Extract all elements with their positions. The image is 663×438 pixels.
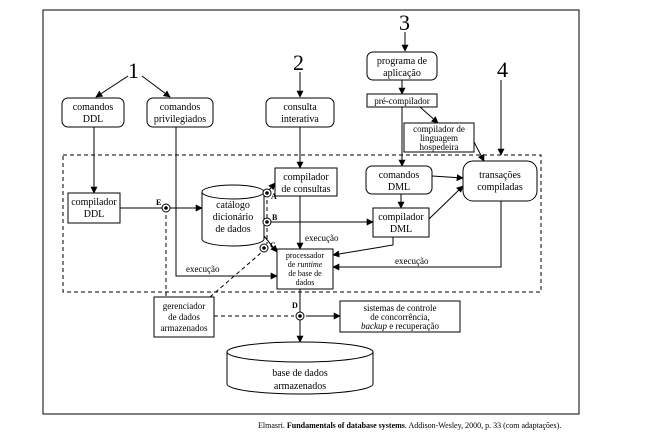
catalogo-dicionario-cylinder: catálogo dicionário de dados bbox=[201, 184, 265, 247]
svg-text:gerenciador: gerenciador bbox=[163, 301, 205, 311]
edge-label-execucao-privilegiados: execução bbox=[186, 264, 220, 274]
svg-text:de concorrência,: de concorrência, bbox=[370, 312, 429, 322]
edge-label-execucao-consultas: execução bbox=[305, 233, 339, 243]
edge-host-to-transactions bbox=[473, 141, 485, 162]
svg-text:base de dados: base de dados bbox=[272, 368, 328, 379]
svg-text:consulta: consulta bbox=[283, 102, 317, 113]
svg-text:E: E bbox=[156, 198, 161, 207]
svg-text:de base de: de base de bbox=[288, 269, 322, 278]
svg-text:compiladas: compiladas bbox=[477, 182, 523, 193]
edge-dml-to-transactions bbox=[431, 174, 464, 182]
caption-rest: . Addison-Wesley, 2000, p. 33 (com adapt… bbox=[404, 421, 562, 430]
edge-dml-compiler-to-transactions bbox=[428, 185, 464, 220]
compilador-consultas-box: compilador de consultas bbox=[274, 167, 338, 197]
connector-a: A bbox=[262, 188, 277, 201]
svg-text:B: B bbox=[272, 213, 278, 222]
svg-text:comandos: comandos bbox=[379, 170, 420, 181]
number-1: 1 bbox=[128, 58, 139, 83]
svg-text:armazenados: armazenados bbox=[274, 381, 326, 392]
svg-text:A: A bbox=[271, 192, 277, 201]
svg-text:hospedeira: hospedeira bbox=[420, 142, 459, 152]
svg-text:linguagem: linguagem bbox=[420, 133, 458, 143]
svg-text:compilador: compilador bbox=[378, 212, 424, 223]
source-caption: Elmasri. Fundamentals of database system… bbox=[258, 421, 561, 430]
comandos-ddl-box: comandos DDL bbox=[61, 97, 125, 128]
svg-text:aplicação: aplicação bbox=[383, 68, 421, 79]
svg-text:dados: dados bbox=[296, 278, 315, 287]
svg-text:catálogo: catálogo bbox=[216, 200, 250, 211]
svg-text:processador: processador bbox=[286, 251, 325, 260]
svg-text:dicionário: dicionário bbox=[213, 212, 254, 223]
svg-text:programa de: programa de bbox=[377, 56, 428, 67]
gerenciador-dados-box: gerenciador de dados armazenados bbox=[153, 296, 215, 338]
svg-text:C: C bbox=[270, 241, 276, 250]
pre-compilador-box: pré-compilador bbox=[366, 93, 438, 108]
edge-transactions-to-runtime bbox=[332, 201, 502, 271]
programa-aplicacao-box: programa de aplicação bbox=[366, 51, 438, 81]
svg-text:interativa: interativa bbox=[281, 114, 319, 125]
svg-text:D: D bbox=[292, 301, 298, 310]
svg-text:compilador de: compilador de bbox=[413, 124, 465, 134]
svg-text:DDL: DDL bbox=[84, 209, 105, 220]
sistemas-controle-box: sistemas de controle de concorrência, ba… bbox=[339, 300, 461, 333]
number-3: 3 bbox=[399, 10, 410, 35]
number-4: 4 bbox=[497, 57, 508, 82]
connector-c: C bbox=[259, 241, 276, 253]
svg-text:de consultas: de consultas bbox=[281, 184, 330, 195]
comandos-dml-box: comandos DML bbox=[365, 165, 433, 195]
edge-manager-to-catalog bbox=[209, 251, 263, 298]
svg-text:privilegiados: privilegiados bbox=[154, 114, 206, 125]
edge-label-execucao-transacoes: execução bbox=[395, 256, 429, 266]
svg-text:DML: DML bbox=[388, 182, 410, 193]
consulta-interativa-box: consulta interativa bbox=[265, 97, 335, 128]
connector-b: B bbox=[262, 213, 278, 227]
comandos-privilegiados-box: comandos privilegiados bbox=[146, 97, 214, 128]
svg-text:comandos: comandos bbox=[73, 102, 114, 113]
edge-precompiler-to-host bbox=[419, 106, 439, 124]
processador-runtime-box: processador de runtime de base de dados bbox=[276, 248, 334, 290]
svg-text:compilador: compilador bbox=[71, 197, 117, 208]
outer-frame bbox=[42, 9, 580, 415]
edge-privileged-to-runtime bbox=[175, 127, 278, 280]
svg-text:de runtime: de runtime bbox=[288, 260, 323, 269]
base-dados-cylinder: base de dados armazenados bbox=[226, 341, 374, 395]
caption-author: Elmasri. bbox=[258, 421, 285, 430]
connector-d: D bbox=[292, 301, 305, 321]
svg-text:transações: transações bbox=[479, 170, 521, 181]
svg-text:DDL: DDL bbox=[83, 114, 104, 125]
edge-catalog-to-runtime bbox=[263, 235, 278, 253]
transacoes-compiladas-box: transações compiladas bbox=[462, 160, 538, 202]
svg-text:DML: DML bbox=[390, 224, 412, 235]
compilador-dml-box: compilador DML bbox=[372, 207, 430, 238]
dbms-boundary bbox=[62, 154, 542, 293]
svg-text:armazenados: armazenados bbox=[161, 323, 208, 333]
svg-text:de dados: de dados bbox=[215, 224, 250, 235]
caption-title: Fundamentals of database systems bbox=[286, 421, 405, 430]
compilador-linguagem-hospedeira-box: compilador de linguagem hospedeira bbox=[403, 122, 475, 153]
svg-text:pré-compilador: pré-compilador bbox=[374, 96, 429, 106]
svg-text:compilador: compilador bbox=[283, 172, 329, 183]
number-2: 2 bbox=[293, 50, 304, 75]
svg-text:comandos: comandos bbox=[160, 102, 201, 113]
svg-text:de dados: de dados bbox=[168, 312, 200, 322]
svg-text:sistemas de controle: sistemas de controle bbox=[364, 303, 437, 313]
svg-text:backup e recuperação: backup e recuperação bbox=[361, 321, 439, 331]
compilador-ddl-box: compilador DDL bbox=[67, 192, 121, 224]
edge-dml-compiler-to-runtime bbox=[332, 237, 394, 258]
connector-e: E bbox=[156, 198, 171, 213]
